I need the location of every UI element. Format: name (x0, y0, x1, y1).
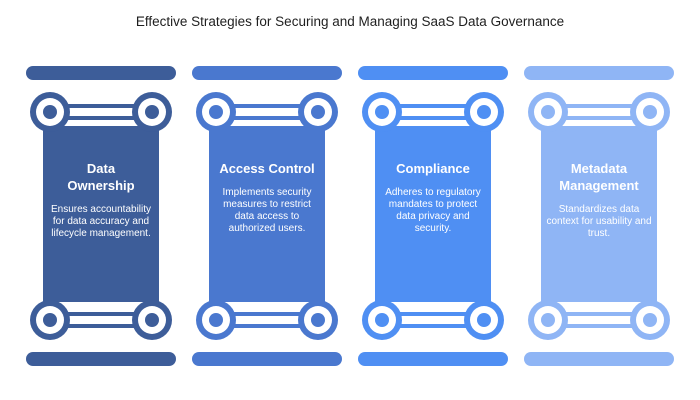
pillar-title-line2: Management (559, 178, 639, 193)
scroll-bar (56, 324, 146, 328)
scroll-ring-dot (375, 313, 389, 327)
top-cap (26, 66, 176, 80)
pillar-title-line2: Ownership (67, 178, 135, 193)
scroll-bar (56, 116, 146, 120)
pillar-title-line1: Metadata (570, 161, 628, 176)
scroll-ring-dot (145, 313, 159, 327)
scroll-bar (554, 312, 644, 316)
diagram-title: Effective Strategies for Securing and Ma… (135, 14, 565, 29)
pillar-shaft (43, 126, 159, 302)
pillar-shaft (375, 126, 491, 302)
pillar-description: Implements security measures to restrict… (222, 187, 312, 234)
pillar-title: Access Control (212, 160, 322, 177)
scroll-bar (388, 116, 478, 120)
bottom-scroll (362, 300, 504, 340)
bottom-cap (358, 352, 508, 366)
bottom-cap (524, 352, 674, 366)
top-cap (192, 66, 342, 80)
scroll-bar (56, 312, 146, 316)
pillar-access-control: Access Control Implements security measu… (192, 66, 342, 366)
scroll-ring-dot (541, 313, 555, 327)
scroll-bar (554, 104, 644, 108)
bottom-scroll (528, 300, 670, 340)
scroll-ring-dot (145, 105, 159, 119)
pillar-title: Compliance (378, 160, 488, 177)
pillar-compliance: Compliance Adheres to regulatory mandate… (358, 66, 508, 366)
top-scroll (30, 92, 172, 132)
pillar-title: Data Ownership (46, 160, 156, 194)
pillar-title-line1: Compliance (396, 161, 470, 176)
scroll-ring-dot (541, 105, 555, 119)
scroll-bar (222, 324, 312, 328)
pillar-title-line1: Data (86, 161, 116, 176)
scroll-bar (56, 104, 146, 108)
pillar-frame (26, 66, 176, 366)
scroll-bar (554, 324, 644, 328)
scroll-ring-dot (209, 105, 223, 119)
bottom-cap (192, 352, 342, 366)
pillar-text: Data Ownership Ensures accountability fo… (46, 160, 156, 240)
bottom-cap (26, 352, 176, 366)
scroll-ring-dot (643, 105, 657, 119)
scroll-ring-dot (643, 313, 657, 327)
bottom-scroll (30, 300, 172, 340)
scroll-ring-dot (477, 313, 491, 327)
pillar-frame (524, 66, 674, 366)
pillar-description: Standardizes data context for usability … (546, 204, 652, 239)
scroll-bar (222, 116, 312, 120)
pillar-shaft (209, 126, 325, 302)
scroll-bar (554, 116, 644, 120)
top-cap (524, 66, 674, 80)
bottom-scroll (196, 300, 338, 340)
scroll-bar (388, 324, 478, 328)
pillar-text: Access Control Implements security measu… (212, 160, 322, 235)
pillar-text: Metadata Management Standardizes data co… (544, 160, 654, 240)
scroll-ring-dot (311, 105, 325, 119)
scroll-ring-dot (43, 105, 57, 119)
scroll-ring-dot (311, 313, 325, 327)
top-scroll (196, 92, 338, 132)
pillar-data-ownership: Data Ownership Ensures accountability fo… (26, 66, 176, 366)
pillar-title: Metadata Management (544, 160, 654, 194)
pillar-metadata-management: Metadata Management Standardizes data co… (524, 66, 674, 366)
pillar-shaft (541, 126, 657, 302)
top-scroll (362, 92, 504, 132)
scroll-ring-dot (375, 105, 389, 119)
pillar-description: Adheres to regulatory mandates to protec… (385, 187, 481, 234)
pillar-frame (358, 66, 508, 366)
pillar-title-line1: Access Control (219, 161, 315, 176)
scroll-bar (388, 312, 478, 316)
scroll-ring-dot (43, 313, 57, 327)
pillar-description: Ensures accountability for data accuracy… (50, 204, 152, 239)
scroll-bar (222, 104, 312, 108)
top-cap (358, 66, 508, 80)
scroll-ring-dot (477, 105, 491, 119)
scroll-ring-dot (209, 313, 223, 327)
pillar-frame (192, 66, 342, 366)
scroll-bar (222, 312, 312, 316)
top-scroll (528, 92, 670, 132)
pillar-text: Compliance Adheres to regulatory mandate… (378, 160, 488, 235)
scroll-bar (388, 104, 478, 108)
